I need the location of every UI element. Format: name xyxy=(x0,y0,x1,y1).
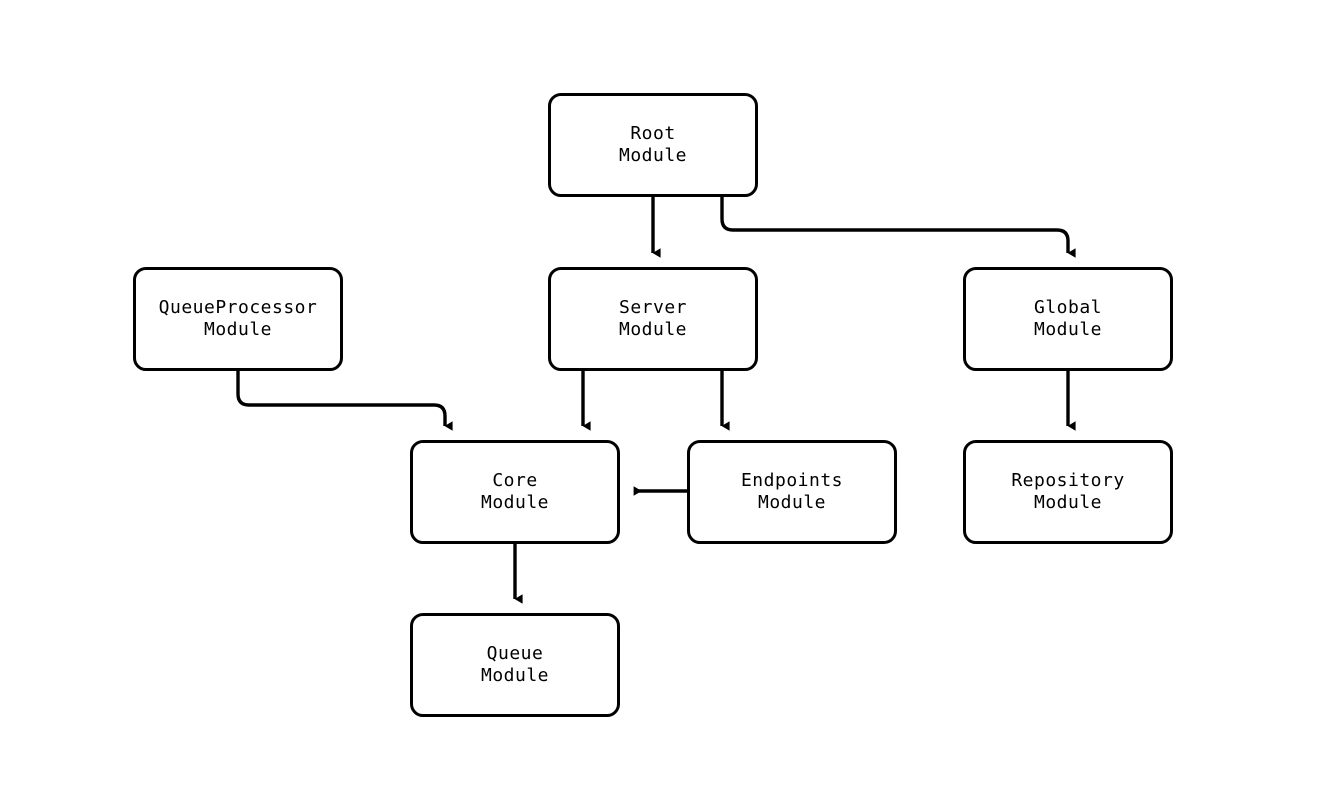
node-server-module-name: Server xyxy=(618,297,688,318)
node-endpoints-module-suffix: Module xyxy=(757,492,827,513)
node-global-module-name: Global xyxy=(1033,297,1103,318)
node-queueprocessor-module[interactable]: QueueProcessor Module xyxy=(133,267,343,371)
node-core-module-suffix: Module xyxy=(480,492,550,513)
node-queue-module-name: Queue xyxy=(486,643,544,664)
node-core-module[interactable]: Core Module xyxy=(410,440,620,544)
node-root-module-name: Root xyxy=(630,123,676,144)
node-core-module-name: Core xyxy=(492,470,538,491)
node-global-module-suffix: Module xyxy=(1033,319,1103,340)
edge-root-to-global xyxy=(720,197,1076,258)
node-root-module[interactable]: Root Module xyxy=(548,93,758,197)
node-global-module[interactable]: Global Module xyxy=(963,267,1173,371)
edge-queueprocessor-to-core xyxy=(236,371,453,431)
node-repository-module[interactable]: Repository Module xyxy=(963,440,1173,544)
node-repository-module-name: Repository xyxy=(1011,470,1125,491)
node-queue-module-suffix: Module xyxy=(480,665,550,686)
node-endpoints-module[interactable]: Endpoints Module xyxy=(687,440,897,544)
node-server-module[interactable]: Server Module xyxy=(548,267,758,371)
node-queue-module[interactable]: Queue Module xyxy=(410,613,620,717)
node-server-module-suffix: Module xyxy=(618,319,688,340)
node-repository-module-suffix: Module xyxy=(1033,492,1103,513)
node-root-module-suffix: Module xyxy=(618,145,688,166)
node-queueprocessor-module-name: QueueProcessor xyxy=(158,297,318,318)
node-endpoints-module-name: Endpoints xyxy=(740,470,844,491)
node-queueprocessor-module-suffix: Module xyxy=(203,319,273,340)
